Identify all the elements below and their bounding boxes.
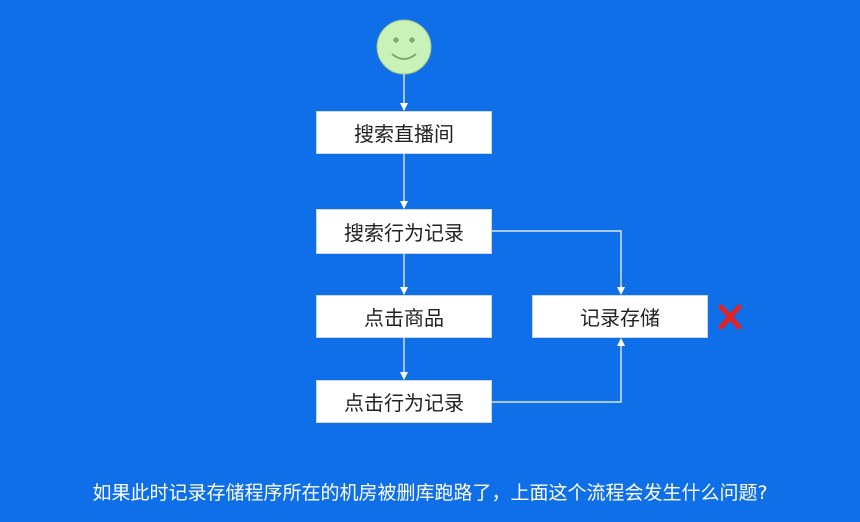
red-x-icon	[718, 304, 742, 330]
node-search-room: 搜索直播间	[316, 111, 492, 154]
arrow-click-log-to-storage	[492, 338, 625, 403]
node-click-product: 点击商品	[316, 295, 492, 338]
node-search-log: 搜索行为记录	[316, 209, 492, 254]
node-click-log: 点击行为记录	[316, 380, 492, 423]
node-log-storage: 记录存储	[532, 295, 708, 338]
smiley-icon	[376, 19, 432, 75]
question-text: 如果此时记录存储程序所在的机房被删库跑路了，上面这个流程会发生什么问题?	[92, 482, 768, 504]
arrow-search-log-to-storage	[492, 230, 625, 295]
